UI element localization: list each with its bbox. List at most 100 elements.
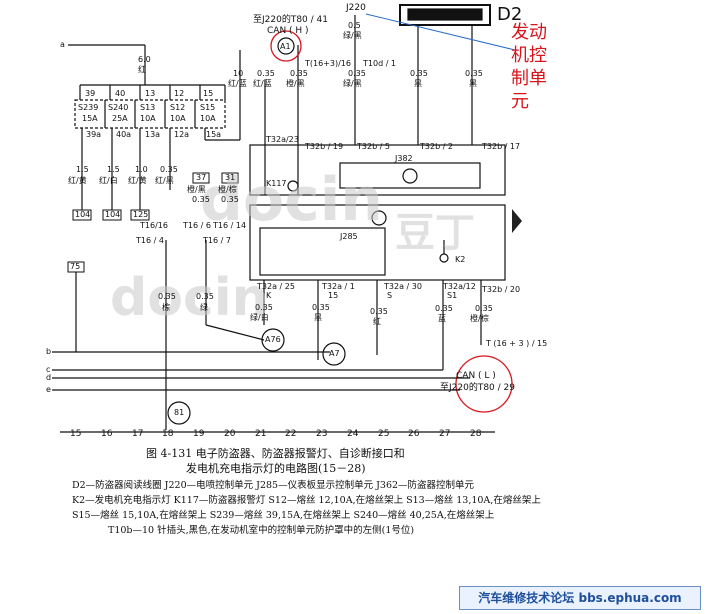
- pin-39: 39: [85, 89, 96, 98]
- fuse-s13: S13: [140, 103, 156, 112]
- wire-035h-color: 绿/白: [250, 313, 269, 322]
- wire-10-color: 红/蓝: [228, 79, 247, 88]
- label-t32a-23: T32a/23: [266, 135, 299, 144]
- wire-b: b: [46, 347, 52, 356]
- wire-60-color: 红: [138, 65, 146, 74]
- wire-035-5: 0.35: [465, 69, 483, 78]
- wire-035-2: 0.35: [290, 69, 308, 78]
- wire-60: 6.0: [138, 55, 151, 64]
- wire-035-2-color: 橙/黑: [286, 79, 305, 88]
- wire-035j: 0.35: [370, 307, 388, 316]
- bottom-num-22: 22: [285, 429, 297, 439]
- label-t16-3-16: T(16+3)/16: [305, 59, 351, 68]
- label-d2: D2: [497, 4, 523, 25]
- watermark-docin: docin: [200, 165, 384, 235]
- ecu-annotation-4: 元: [511, 91, 529, 112]
- wire-035-4-color: 黑: [414, 79, 422, 88]
- label-t32a-12: T32a/12: [443, 282, 476, 291]
- wire-035h: 0.35: [255, 303, 273, 312]
- bottom-num-15: 15: [70, 429, 82, 439]
- wire-035l-color: 橙/棕: [470, 314, 489, 323]
- legend-line-3: S15—熔丝 15,10A,在熔丝架上 S239—熔丝 39,15A,在熔丝架上…: [72, 510, 495, 521]
- fuse-s239: S239: [78, 103, 99, 112]
- fuse-out-12a: 12a: [174, 130, 190, 139]
- figure-caption-line1: 图 4-131 电子防盗器、防盗器报警灯、自诊断接口和: [146, 447, 405, 460]
- bottom-num-25: 25: [378, 429, 390, 439]
- label-j220-top: J220: [346, 3, 366, 13]
- legend-line-4: T10b—10 针插头,黑色,在发动机室中的控制单元防护罩中的左侧(1号位): [108, 525, 415, 536]
- pin-13: 13: [145, 89, 156, 98]
- label-j382: J382: [395, 154, 413, 163]
- label-t16-3-15: T (16 + 3 ) / 15: [486, 339, 548, 348]
- pin-15: 15: [203, 89, 214, 98]
- fuse-s15: S15: [200, 103, 216, 112]
- wire-035f-color: 棕: [162, 303, 170, 312]
- box-31-color: 橙/棕: [218, 185, 237, 194]
- wire-10b-color: 红/黄: [128, 176, 147, 185]
- box-31: 31: [225, 173, 236, 182]
- wire-035-1-color: 红/蓝: [253, 79, 272, 88]
- label-t16-7: T16 / 7: [203, 236, 231, 245]
- bottom-num-23: 23: [316, 429, 328, 439]
- label-t32a-1: T32a / 1: [322, 282, 355, 291]
- label-k117: K117: [266, 179, 287, 188]
- bottom-num-19: 19: [193, 429, 205, 439]
- bottom-num-28: 28: [470, 429, 482, 439]
- box-37-color: 橙/黑: [187, 185, 206, 194]
- legend-line-2: K2—发电机充电指示灯 K117—防盗器报警灯 S12—熔丝 12,10A,在熔…: [72, 495, 541, 506]
- box-104b: 104: [105, 210, 121, 219]
- label-t16-4: T16 / 4: [136, 236, 164, 245]
- wire-035f: 0.35: [158, 292, 176, 301]
- legend-line-1: D2—防盗器阅读线圈 J220—电喷控制单元 J285—仪表板显示控制单元 J3…: [72, 480, 475, 491]
- wire-035-1: 0.35: [257, 69, 275, 78]
- label-t32a-30: T32a / 30: [384, 282, 422, 291]
- wire-e: e: [46, 385, 51, 394]
- label-t32b-5: T32b / 5: [357, 142, 391, 151]
- wire-035k-color: 蓝: [438, 314, 446, 323]
- label-t16-16: T16/16: [140, 221, 168, 230]
- wire-035e: 0.35: [221, 195, 239, 204]
- figure-caption-line2: 发电机充电指示灯的电路图(15－28): [186, 462, 366, 475]
- label-a7: A7: [329, 349, 340, 358]
- wire-035c: 0.35: [160, 165, 178, 174]
- fuse-s240: S240: [108, 103, 129, 112]
- box-37: 37: [196, 173, 207, 182]
- wire-035k: 0.35: [435, 304, 453, 313]
- label-t32b-20: T32b / 20: [482, 285, 521, 294]
- pin-12: 12: [174, 89, 185, 98]
- label-a76: A76: [265, 335, 281, 344]
- fuse-s240-rating: 25A: [112, 114, 128, 123]
- wire-15a-color: 红/黄: [68, 176, 87, 185]
- wire-035-3: 0.35: [348, 69, 366, 78]
- bottom-num-24: 24: [347, 429, 359, 439]
- next-arrow-icon: [512, 209, 522, 233]
- wire-10b: 1.0: [135, 165, 148, 174]
- wire-035-4: 0.35: [410, 69, 428, 78]
- wire-d: d: [46, 373, 52, 382]
- fuse-s12: S12: [170, 103, 186, 112]
- wire-a: a: [60, 40, 65, 49]
- label-t32a-25: T32a / 25: [257, 282, 295, 291]
- label-t16-14: T16 / 14: [213, 221, 247, 230]
- forum-banner-text[interactable]: 汽车维修技术论坛 bbs.ephua.com: [478, 591, 682, 605]
- wire-15a: 1.5: [76, 165, 89, 174]
- fuse-s239-rating: 15A: [82, 114, 98, 123]
- fuse-out-13a: 13a: [145, 130, 161, 139]
- label-to-j220-41: 至J220的T80 / 41: [253, 15, 328, 25]
- fuse-s12-rating: 10A: [170, 114, 186, 123]
- label-t32b-19: T32b / 19: [305, 142, 344, 151]
- fuse-out-39a: 39a: [86, 130, 102, 139]
- forum-banner[interactable]: 汽车维修技术论坛 bbs.ephua.com: [459, 586, 701, 610]
- fuse-out-15a: 15a: [206, 130, 222, 139]
- pin-s1: S1: [447, 291, 458, 300]
- wire-035g-color: 绿: [200, 303, 208, 312]
- pin-15b: 15: [328, 291, 339, 300]
- label-to-j220-29: 至J220的T80 / 29: [440, 383, 515, 393]
- wire-05-color: 绿/黑: [343, 31, 362, 40]
- wire-035i-color: 黑: [314, 313, 322, 322]
- box-75: 75: [70, 262, 81, 271]
- label-k2: K2: [455, 255, 466, 264]
- bottom-num-18: 18: [162, 429, 174, 439]
- label-t16-6: T16 / 6: [183, 221, 211, 230]
